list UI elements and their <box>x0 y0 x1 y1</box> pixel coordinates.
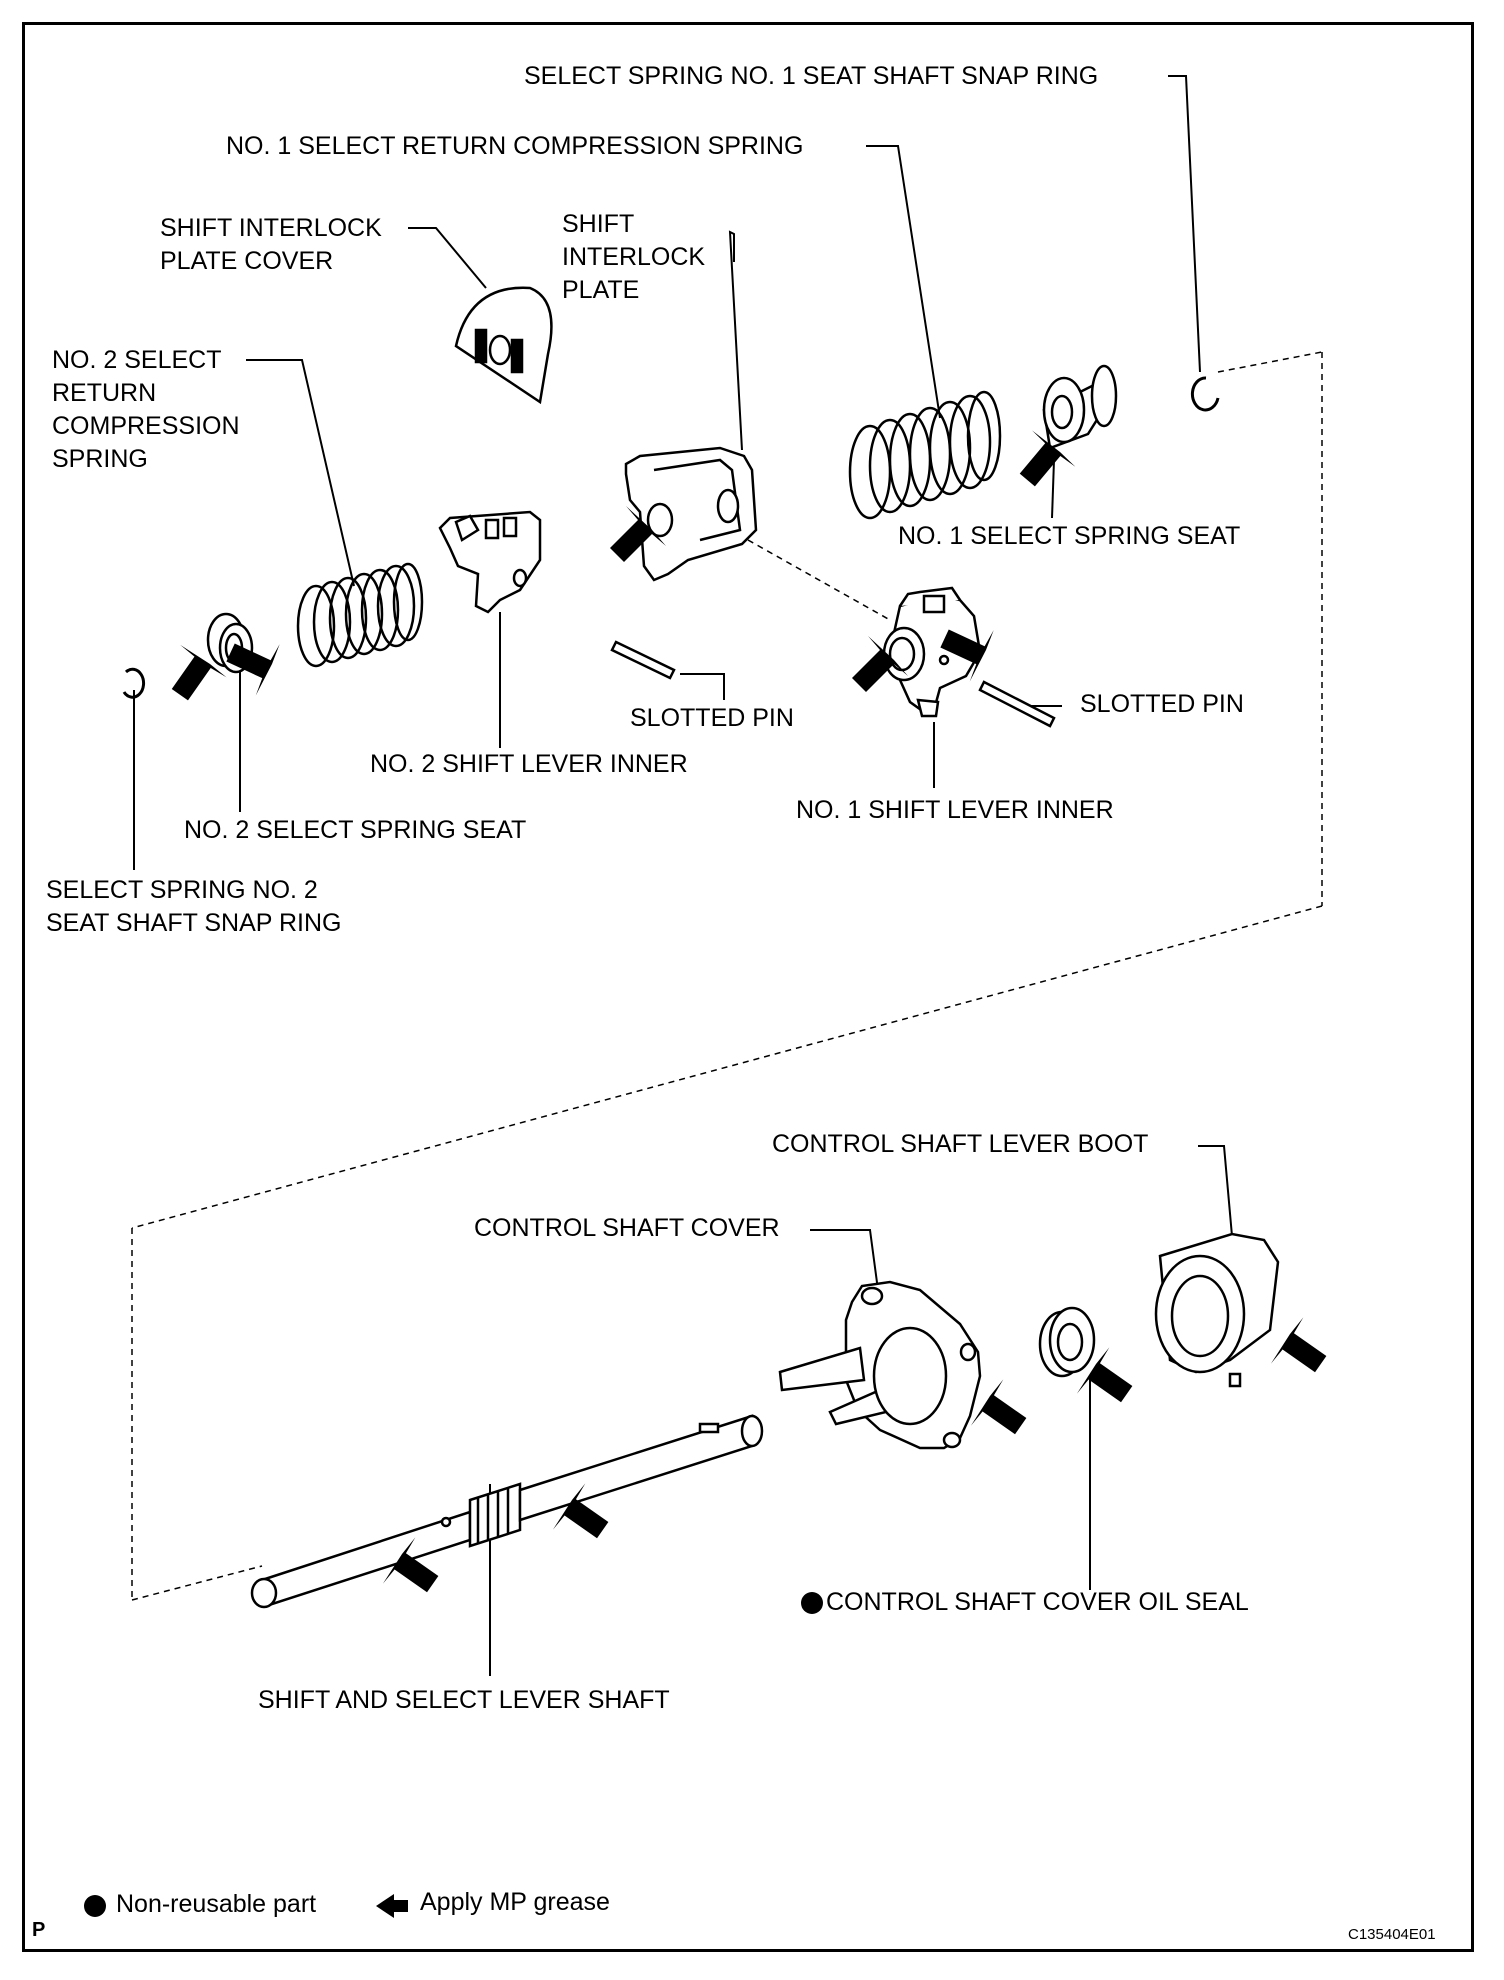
label-interlock-cover: SHIFT INTERLOCK PLATE COVER <box>160 214 382 275</box>
assembly-axis-lines <box>131 351 1323 1601</box>
label-snap-ring-1: SELECT SPRING NO. 1 SEAT SHAFT SNAP RING <box>524 62 1099 90</box>
label-slotted-pin-right: SLOTTED PIN <box>1080 690 1244 718</box>
label-shift-lever-inner-2: NO. 2 SHIFT LEVER INNER <box>370 750 688 778</box>
compression-spring-1-drawing <box>848 390 1002 520</box>
slotted-pin-left-drawing <box>610 640 676 680</box>
label-compression-spring-2: NO. 2 SELECT RETURN COMPRESSION SPRING <box>52 346 240 473</box>
label-lever-boot: CONTROL SHAFT LEVER BOOT <box>772 1130 1149 1158</box>
interlock-plate-cover-drawing <box>454 286 553 405</box>
interlock-plate-drawing <box>624 446 758 582</box>
label-spring-seat-1: NO. 1 SELECT SPRING SEAT <box>898 522 1241 550</box>
lever-boot-drawing <box>1154 1232 1280 1388</box>
label-oil-seal: CONTROL SHAFT COVER OIL SEAL <box>826 1588 1249 1616</box>
control-shaft-cover-drawing <box>778 1280 982 1450</box>
legend-dot-icon <box>84 1895 106 1917</box>
slotted-pin-right-drawing <box>978 680 1056 728</box>
label-shaft-cover: CONTROL SHAFT COVER <box>474 1214 780 1242</box>
leader-lines <box>133 75 1233 1676</box>
legend-apply-grease: Apply MP grease <box>420 1888 610 1916</box>
label-spring-seat-2: NO. 2 SELECT SPRING SEAT <box>184 816 527 844</box>
non-reusable-dot-icon <box>801 1592 823 1614</box>
label-snap-ring-2: SELECT SPRING NO. 2 SEAT SHAFT SNAP RING <box>46 876 342 937</box>
legend-non-reusable: Non-reusable part <box>116 1890 317 1918</box>
snap-ring-2-drawing <box>122 667 146 699</box>
label-lever-shaft: SHIFT AND SELECT LEVER SHAFT <box>258 1686 670 1714</box>
legend-arrow-icon <box>376 1894 408 1918</box>
label-compression-spring-1: NO. 1 SELECT RETURN COMPRESSION SPRING <box>226 132 804 160</box>
oil-seal-drawing <box>1038 1306 1096 1378</box>
shift-lever-inner-1-drawing <box>882 586 982 718</box>
diagram-frame <box>22 22 1474 1952</box>
shift-lever-inner-2-drawing <box>438 510 542 614</box>
label-shift-lever-inner-1: NO. 1 SHIFT LEVER INNER <box>796 796 1114 824</box>
label-interlock-plate: SHIFT INTERLOCK PLATE <box>562 210 706 304</box>
lever-shaft-drawing <box>250 1414 764 1609</box>
compression-spring-2-drawing <box>296 562 424 668</box>
page-letter: P <box>32 1919 46 1941</box>
spring-seat-1-drawing <box>1042 364 1118 450</box>
label-slotted-pin-left: SLOTTED PIN <box>630 704 794 732</box>
snap-ring-1-drawing <box>1190 376 1220 412</box>
figure-code: C135404E01 <box>1348 1926 1436 1943</box>
